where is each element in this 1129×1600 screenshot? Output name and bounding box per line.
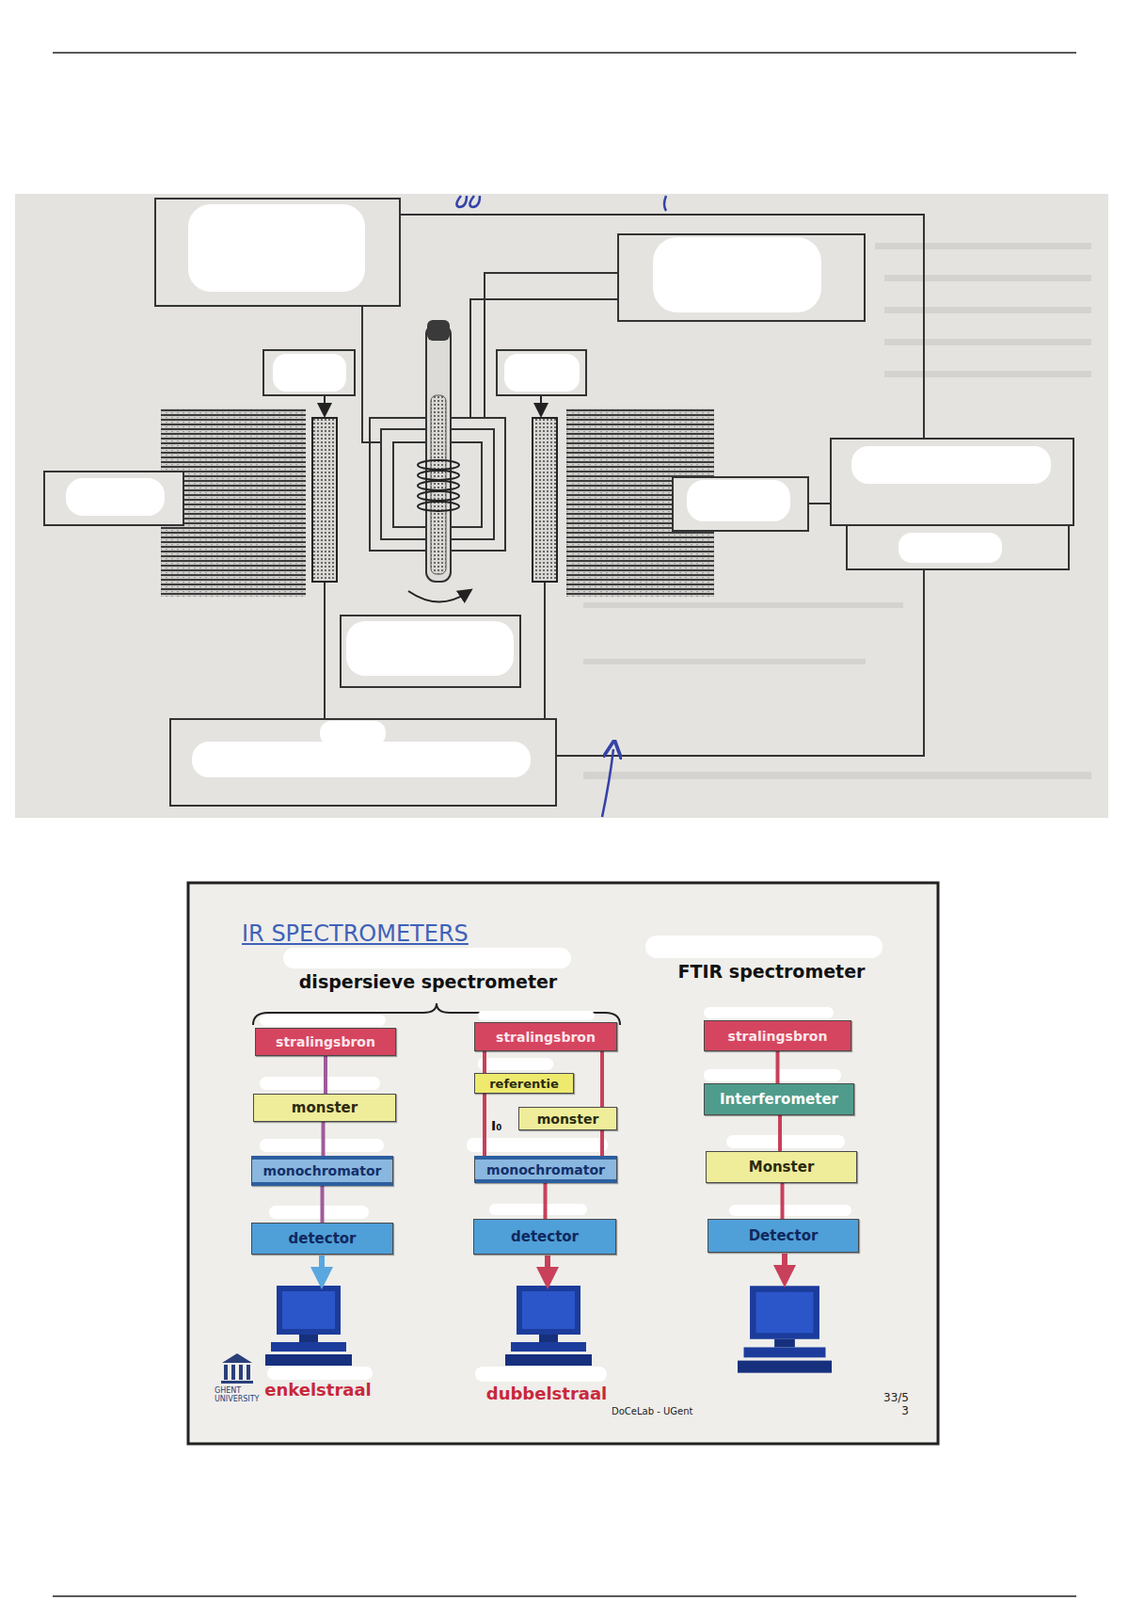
process-box: stralingsbron xyxy=(703,1019,852,1051)
process-box: detector xyxy=(473,1218,617,1255)
beam-connector xyxy=(482,1050,487,1073)
box-label: Monster xyxy=(748,1158,815,1176)
box-label: monster xyxy=(537,1111,600,1127)
beam-connector xyxy=(320,1185,325,1223)
box-label: Detector xyxy=(748,1226,819,1244)
process-box: Detector xyxy=(707,1218,859,1253)
logo-text: GHENT UNIVERSITY xyxy=(214,1386,262,1404)
box-label: monochromator xyxy=(486,1161,605,1177)
process-box: stralingsbron xyxy=(474,1021,618,1051)
process-box: monster xyxy=(253,1093,397,1122)
page-number: 33/5 3 xyxy=(874,1390,909,1418)
footer-text: DoCeLab - UGent xyxy=(611,1405,693,1416)
process-box: detector xyxy=(251,1222,394,1255)
box-label: referentie xyxy=(489,1076,559,1091)
process-box: Monster xyxy=(705,1150,858,1183)
beam-connector xyxy=(780,1182,785,1219)
box-label: monochromator xyxy=(263,1162,382,1178)
column-heading: dispersieve spectrometer xyxy=(299,970,557,992)
box-label: detector xyxy=(510,1227,579,1245)
process-box: Interferometer xyxy=(703,1082,855,1115)
beam-connector xyxy=(321,1121,326,1156)
process-box: referentie xyxy=(474,1072,574,1094)
column-heading: FTIR spectrometer xyxy=(678,960,866,982)
beam-connector xyxy=(600,1129,605,1156)
box-label: detector xyxy=(287,1229,356,1247)
variant-label: dubbelstraal xyxy=(486,1383,608,1403)
process-box: stralingsbron xyxy=(254,1027,397,1056)
box-label: Interferometer xyxy=(719,1090,839,1108)
box-label: monster xyxy=(291,1098,358,1116)
box-label: stralingsbron xyxy=(275,1033,376,1050)
beam-connector xyxy=(776,1050,780,1083)
box-label: stralingsbron xyxy=(495,1029,596,1045)
box-label: stralingsbron xyxy=(728,1028,828,1044)
beam-connector xyxy=(778,1114,782,1151)
process-box: monochromator xyxy=(474,1155,618,1183)
beam-connector xyxy=(323,1055,328,1094)
process-box: monochromator xyxy=(251,1155,394,1186)
slide-title: IR SPECTROMETERS xyxy=(241,920,469,947)
beam-label: I₀ xyxy=(491,1117,502,1133)
variant-label: enkelstraal xyxy=(264,1379,372,1400)
beam-connector xyxy=(600,1050,605,1107)
beam-connector xyxy=(482,1093,487,1156)
beam-connector xyxy=(543,1182,548,1219)
process-box: monster xyxy=(518,1106,618,1130)
